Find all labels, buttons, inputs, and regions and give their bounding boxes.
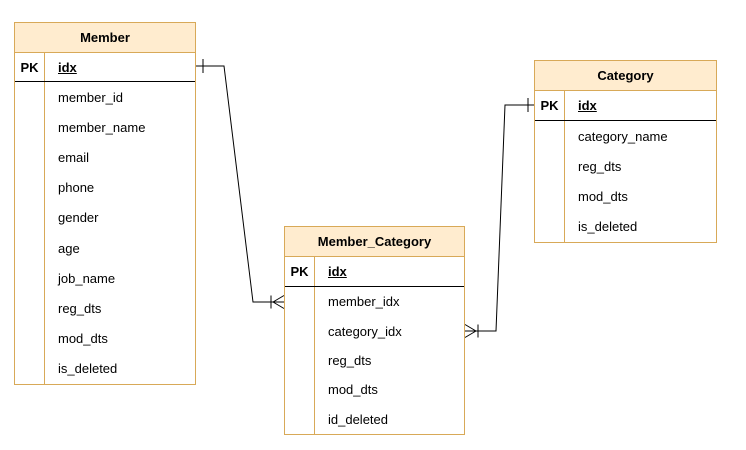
field-name: reg_dts [328, 352, 372, 368]
pk-column-cell [15, 202, 45, 233]
crowfoot-many-marker [464, 324, 479, 338]
field-name: mod_dts [328, 382, 378, 398]
field-row[interactable]: reg_dts [285, 345, 464, 376]
field-row[interactable]: mod_dts [285, 375, 464, 405]
field-row[interactable]: mod_dts [15, 323, 195, 354]
field-row[interactable]: is_deleted [535, 211, 716, 242]
pk-label: PK [15, 53, 45, 81]
pk-column-cell [15, 263, 45, 294]
pk-column-cell [285, 287, 315, 317]
field-name: id_deleted [328, 411, 388, 427]
field-name: mod_dts [578, 189, 628, 205]
pk-column-cell [15, 142, 45, 173]
field-name: reg_dts [58, 300, 102, 316]
pk-row[interactable]: PK idx [535, 91, 716, 121]
field-row[interactable]: mod_dts [535, 181, 716, 212]
entity-category[interactable]: Category PK idx category_name reg_dts mo… [534, 60, 717, 243]
pk-column-cell [535, 121, 565, 152]
pk-row[interactable]: PK idx [285, 257, 464, 287]
pk-column-cell [15, 323, 45, 354]
pk-column-cell [285, 345, 315, 376]
entity-member-category-title[interactable]: Member_Category [285, 227, 464, 257]
relationship-line-path[interactable] [465, 104, 534, 332]
entity-member-category[interactable]: Member_Category PK idx member_idx catego… [284, 226, 465, 435]
entity-member-title[interactable]: Member [15, 23, 195, 53]
relationship-line-path[interactable] [196, 65, 284, 303]
field-row[interactable]: reg_dts [535, 151, 716, 182]
pk-column-cell [15, 112, 45, 143]
pk-column-cell [15, 353, 45, 384]
field-name: age [58, 240, 80, 256]
pk-column-cell [535, 181, 565, 212]
pk-field-name: idx [58, 59, 77, 75]
field-row[interactable]: age [15, 232, 195, 264]
field-row[interactable]: member_idx [285, 287, 464, 317]
field-row[interactable]: job_name [15, 263, 195, 294]
field-row[interactable]: reg_dts [15, 293, 195, 324]
field-name: is_deleted [58, 361, 118, 377]
pk-column-cell [285, 375, 315, 405]
pk-column-cell [285, 404, 315, 434]
crowfoot-many-marker [270, 295, 285, 309]
field-name: phone [58, 180, 95, 196]
field-name: gender [58, 210, 99, 226]
relationship-category-membercategory[interactable] [464, 98, 534, 338]
pk-field-name: idx [328, 264, 347, 279]
field-name: category_idx [328, 323, 402, 339]
field-name: member_name [58, 119, 146, 135]
pk-column-cell [15, 172, 45, 203]
field-row[interactable]: phone [15, 172, 195, 203]
field-name: mod_dts [58, 331, 108, 347]
field-name: member_idx [328, 294, 400, 310]
field-name: email [58, 149, 90, 165]
field-name: reg_dts [578, 158, 622, 174]
pk-label: PK [535, 91, 565, 120]
field-name: is_deleted [578, 219, 638, 235]
field-row[interactable]: category_name [535, 121, 716, 152]
entity-category-title[interactable]: Category [535, 61, 716, 91]
field-name: member_id [58, 89, 124, 105]
pk-label: PK [285, 257, 315, 286]
relationship-member-membercategory[interactable] [196, 59, 285, 309]
pk-column-cell [15, 232, 45, 264]
pk-column-cell [535, 211, 565, 242]
field-row[interactable]: gender [15, 202, 195, 233]
field-name: category_name [578, 128, 668, 144]
field-row[interactable]: member_id [15, 82, 195, 113]
field-row[interactable]: id_deleted [285, 404, 464, 434]
entity-member[interactable]: Member PK idx member_id member_name emai… [14, 22, 196, 385]
pk-column-cell [15, 82, 45, 113]
pk-row[interactable]: PK idx [15, 53, 195, 82]
field-row[interactable]: email [15, 142, 195, 173]
field-row[interactable]: is_deleted [15, 353, 195, 384]
field-row[interactable]: category_idx [285, 316, 464, 346]
pk-column-cell [285, 316, 315, 346]
pk-column-cell [535, 151, 565, 182]
field-row[interactable]: member_name [15, 112, 195, 143]
pk-column-cell [15, 293, 45, 324]
field-name: job_name [58, 270, 116, 286]
pk-field-name: idx [578, 98, 597, 113]
